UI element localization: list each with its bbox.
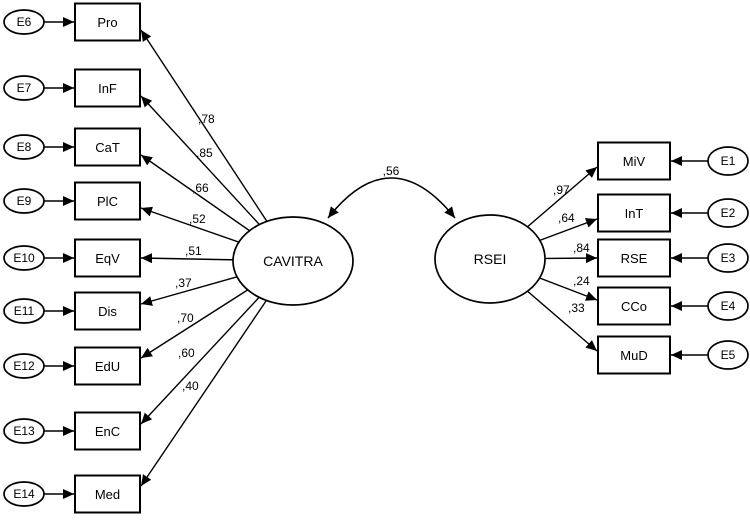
loading-label-plc: ,52 [189, 212, 206, 226]
indicator-label-inf: InF [98, 81, 117, 96]
indicator-box-eqv [74, 238, 141, 278]
error-label-e3: E3 [721, 251, 736, 265]
error-ellipse-e14 [3, 481, 45, 507]
indicator-label-int: InT [625, 206, 644, 221]
loading-label-int: ,64 [558, 211, 575, 225]
error-ellipse-e6 [3, 9, 45, 35]
indicator-box-plc [74, 181, 141, 221]
error-label-e13: E13 [13, 424, 35, 438]
loading-label-med: ,40 [182, 379, 199, 393]
error-ellipse-e8 [3, 134, 45, 160]
error-label-e4: E4 [721, 299, 736, 313]
error-ellipse-e3 [707, 243, 749, 273]
indicator-label-eqv: EqV [95, 251, 120, 266]
indicator-label-edu: EdU [95, 359, 120, 374]
loading-label-inf: ,85 [196, 146, 213, 160]
loading-label-dis: ,37 [175, 276, 192, 290]
indicator-box-pro [74, 2, 141, 42]
loading-label-edu: ,70 [177, 311, 194, 325]
loading-label-miv: ,97 [553, 183, 570, 197]
indicator-label-miv: MiV [623, 154, 646, 169]
indicator-label-dis: Dis [98, 304, 117, 319]
error-label-e6: E6 [17, 15, 32, 29]
error-ellipse-e4 [707, 291, 749, 321]
loading-label-cat: ,66 [192, 181, 209, 195]
indicator-label-plc: PlC [97, 194, 118, 209]
error-label-e10: E10 [13, 251, 35, 265]
error-label-e2: E2 [721, 206, 736, 220]
indicator-box-cat [74, 127, 141, 167]
loading-label-pro: ,78 [198, 112, 215, 126]
error-ellipse-e12 [3, 353, 45, 379]
indicator-label-pro: Pro [97, 15, 117, 30]
indicator-box-rse [597, 238, 671, 278]
correlation-arrow [327, 177, 456, 219]
error-label-e11: E11 [14, 304, 35, 318]
error-label-e12: E12 [13, 359, 35, 373]
shape-layer [3, 2, 749, 514]
latent-label-cavitra: CAVITRA [263, 253, 323, 269]
indicator-label-cat: CaT [95, 140, 120, 155]
error-ellipse-e9 [3, 188, 45, 214]
indicator-box-enc [74, 411, 141, 451]
error-ellipse-e13 [3, 418, 45, 444]
indicator-box-miv [597, 141, 671, 181]
indicator-label-cco: CCo [621, 299, 647, 314]
indicator-box-cco [597, 286, 671, 326]
loading-label-rse: ,84 [573, 241, 590, 255]
error-ellipse-e5 [707, 340, 749, 370]
error-ellipse-e11 [3, 298, 45, 324]
loading-label-eqv: ,51 [185, 244, 202, 258]
indicator-label-mud: MuD [620, 348, 647, 363]
error-label-e8: E8 [17, 140, 32, 154]
loading-label-mud: ,33 [568, 301, 585, 315]
indicator-box-dis [74, 291, 141, 331]
latent-ellipse-cavitra [232, 216, 354, 306]
error-label-e7: E7 [17, 81, 32, 95]
error-ellipse-e10 [3, 245, 45, 271]
indicator-box-mud [597, 335, 671, 375]
latent-label-rsei: RSEI [474, 251, 507, 267]
error-label-e9: E9 [17, 194, 32, 208]
error-label-e14: E14 [13, 487, 35, 501]
loading-label-enc: ,60 [178, 346, 195, 360]
indicator-box-edu [74, 346, 141, 386]
error-ellipse-e2 [707, 198, 749, 228]
error-ellipse-e1 [707, 146, 749, 176]
error-label-e5: E5 [721, 348, 736, 362]
latent-ellipse-rsei [434, 214, 546, 304]
indicator-box-int [597, 193, 671, 233]
indicator-box-inf [74, 68, 141, 108]
correlation-label: ,56 [383, 164, 400, 178]
error-label-e1: E1 [721, 154, 736, 168]
indicator-label-rse: RSE [621, 251, 648, 266]
loading-label-cco: ,24 [573, 274, 590, 288]
indicator-label-enc: EnC [95, 424, 120, 439]
indicator-label-med: Med [95, 487, 120, 502]
indicator-box-med [74, 474, 141, 514]
error-ellipse-e7 [3, 75, 45, 101]
